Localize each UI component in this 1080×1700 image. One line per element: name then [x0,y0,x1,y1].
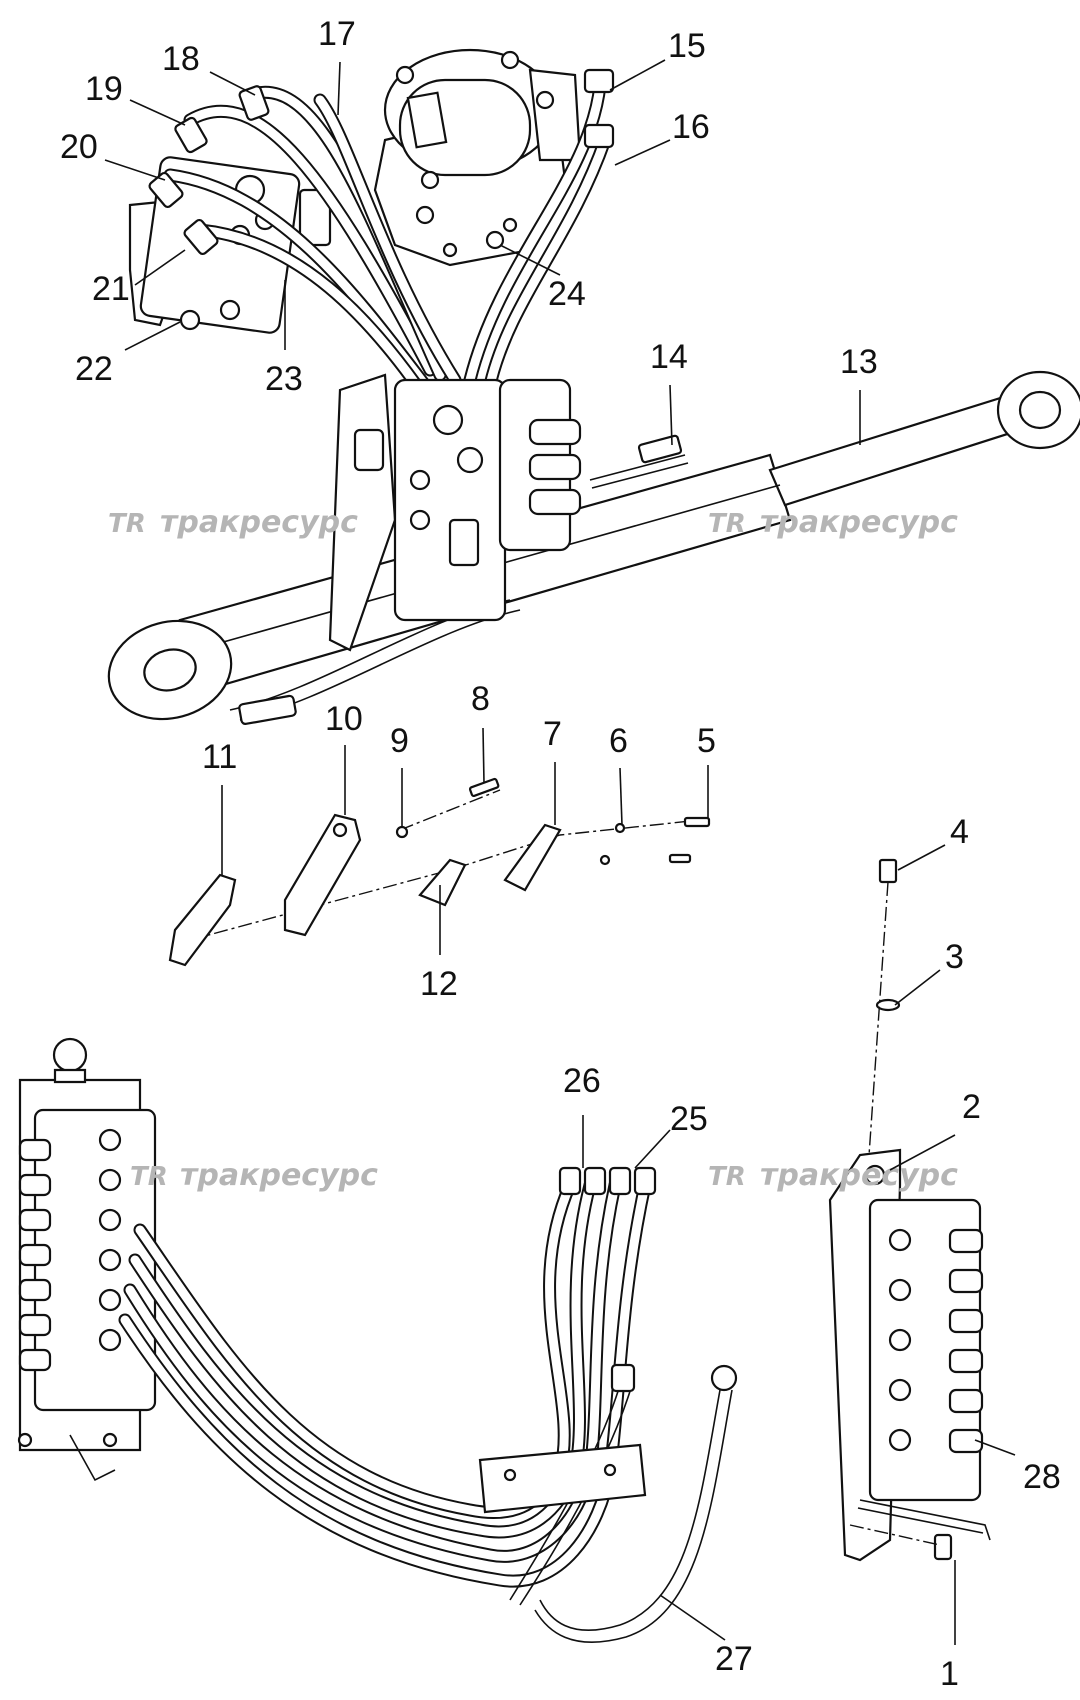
watermark-lower-left: TR тракресурс [130,1158,378,1193]
callout-4: 4 [950,813,969,851]
callout-1: 1 [940,1655,959,1693]
callout-20: 20 [60,128,98,166]
callout-labels: 1 2 3 4 5 6 7 8 9 10 11 12 13 14 15 16 1… [60,15,1061,1693]
callout-18: 18 [162,40,200,78]
svg-text:TR: TR [708,1162,746,1192]
callout-16: 16 [672,108,710,146]
callout-6: 6 [609,722,628,760]
svg-text:тракресурс: тракресурс [760,505,958,540]
lower-right-valve-bank [828,1148,991,1562]
callout-24: 24 [548,275,586,313]
upper-fittings [148,68,615,256]
svg-text:тракресурс: тракресурс [160,505,358,540]
callout-7: 7 [543,715,562,753]
callout-25: 25 [670,1100,708,1138]
svg-text:тракресурс: тракресурс [760,1158,958,1193]
right-valve-spools [888,1228,984,1454]
lower-left-valve-bank [17,1037,157,1482]
right-bolt-washer [867,858,901,1171]
callout-5: 5 [697,722,716,760]
watermark-right: TR тракресурс [708,505,958,540]
pump-motor [373,48,582,267]
callout-22: 22 [75,350,113,388]
callout-2: 2 [962,1088,981,1126]
callout-27: 27 [715,1640,753,1678]
callout-12: 12 [420,965,458,1003]
callout-17: 17 [318,15,356,53]
svg-text:тракресурс: тракресурс [180,1158,378,1193]
callout-3: 3 [945,938,964,976]
svg-text:TR: TR [708,509,746,539]
bracket-parts [168,777,711,967]
leader-lines [104,59,1016,1645]
valve-spools [18,1128,122,1372]
callout-11: 11 [202,738,237,776]
svg-text:TR: TR [130,1162,168,1192]
callout-8: 8 [471,680,490,718]
callout-26: 26 [563,1062,601,1100]
callout-19: 19 [85,70,123,108]
hose-end-fittings [558,1166,657,1196]
callout-10: 10 [325,700,363,738]
callout-28: 28 [1023,1458,1061,1496]
main-control-valve [328,373,582,652]
callout-15: 15 [668,27,706,65]
watermark-lower-right: TR тракресурс [708,1158,958,1193]
callout-14: 14 [650,338,688,376]
hydraulic-cylinder [107,370,1080,726]
callout-21: 21 [92,270,130,308]
svg-text:TR: TR [108,509,146,539]
lower-hose-bundle [118,1166,738,1643]
watermark-left: TR тракресурс [108,505,358,540]
callout-23: 23 [265,360,303,398]
callout-13: 13 [840,343,878,381]
callout-9: 9 [390,722,409,760]
upper-hose-bundle [163,78,612,397]
